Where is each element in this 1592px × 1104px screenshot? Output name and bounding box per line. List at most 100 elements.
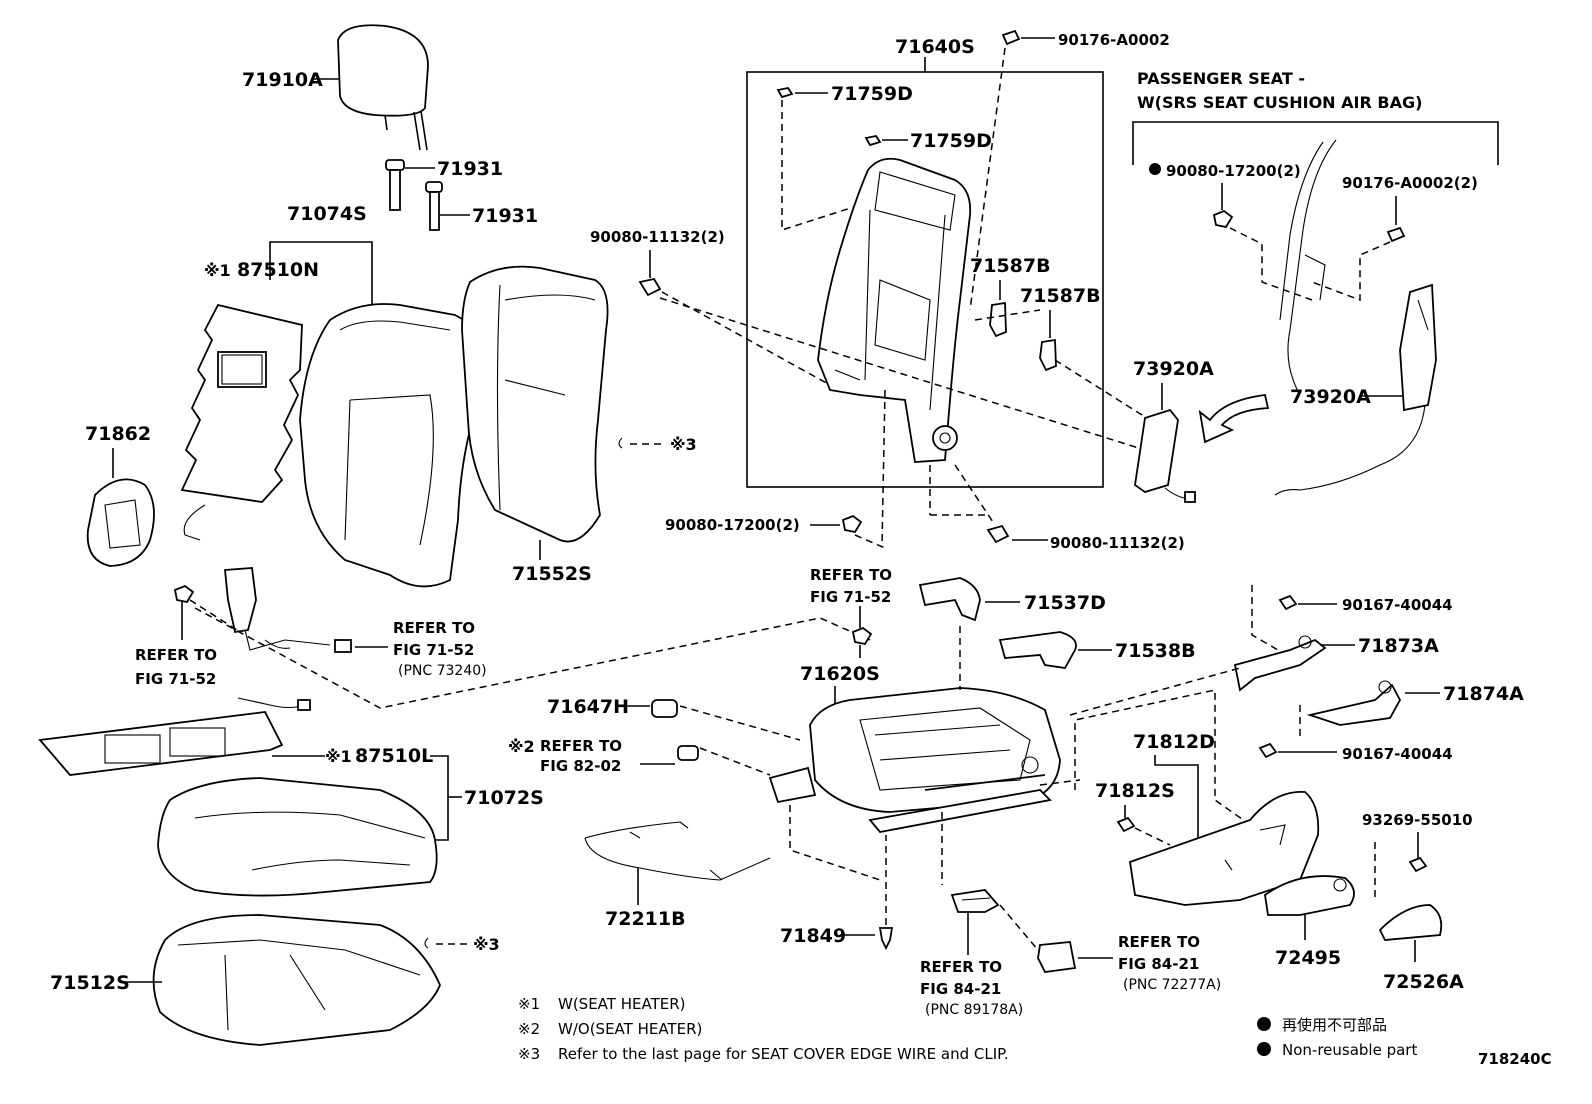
wire-72211B (584, 821, 771, 881)
seatback-frame (817, 157, 972, 463)
label-71759D-b: 71759D (910, 130, 992, 152)
airbag-frame-side (1279, 139, 1337, 396)
label-90167-40044-b: 90167-40044 (1342, 745, 1453, 763)
note-2-text: W/O(SEAT HEATER) (558, 1020, 702, 1038)
section-header-line2: W(SRS SEAT CUSHION AIR BAG) (1137, 93, 1422, 112)
label-90176-A0002: 90176-A0002 (1058, 31, 1170, 49)
refer-to-b: REFER TO (393, 619, 475, 637)
note-1-mark: ※1 (518, 995, 540, 1013)
refer-to-e: REFER TO (920, 958, 1002, 976)
mark-1-back: ※1 (204, 261, 231, 280)
label-90080-17200-a: 90080-17200(2) (665, 516, 800, 534)
label-90176-A0002-b: 90176-A0002(2) (1342, 174, 1478, 192)
refer-to-c: REFER TO (810, 566, 892, 584)
cushion-frame (809, 687, 1061, 833)
label-90080-11132-b: 90080-11132(2) (1050, 534, 1185, 552)
label-71537D: 71537D (1024, 592, 1106, 614)
bumper (651, 699, 678, 718)
section-header-line1: PASSENGER SEAT - (1137, 69, 1305, 88)
fig-8421-b: FIG 84-21 (1118, 955, 1199, 973)
frame-assembly-box (746, 71, 1104, 488)
pnc-89178a: (PNC 89178A) (925, 1002, 1023, 1018)
note-1-text: W(SEAT HEATER) (558, 995, 685, 1013)
fig-7152-c: FIG 71-52 (810, 588, 891, 606)
label-71640S: 71640S (895, 36, 975, 58)
pin (878, 927, 894, 951)
headrest (337, 24, 429, 151)
note-3-mark: ※3 (518, 1045, 540, 1063)
seatbelt-buckle (224, 567, 352, 653)
label-71812D: 71812D (1133, 731, 1215, 753)
label-71931-a: 71931 (437, 158, 503, 180)
cushion-heater (38, 697, 311, 776)
mark-2: ※2 (508, 737, 535, 756)
bolt-top (1001, 29, 1021, 46)
diagram-code: 718240C (1478, 1050, 1552, 1068)
seatback-pad (299, 303, 481, 588)
side-airbag (1134, 408, 1196, 503)
seatback-heater (180, 303, 303, 541)
legend-dot-icon (1257, 1017, 1271, 1031)
note-3-text: Refer to the last page for SEAT COVER ED… (558, 1045, 1009, 1063)
label-72211B: 72211B (605, 908, 686, 930)
connector-72277A (1037, 941, 1077, 973)
legend-jp: 再使用不可部品 (1282, 1016, 1387, 1034)
cushion-cover (152, 914, 441, 1046)
non-reusable-dot-icon (1149, 163, 1161, 175)
fig-7152-b: FIG 71-52 (393, 641, 474, 659)
label-87510N: 87510N (237, 259, 319, 281)
link-cover (918, 577, 981, 622)
connector (677, 745, 699, 761)
cover-71873A (1233, 635, 1327, 692)
label-72526A: 72526A (1383, 971, 1464, 993)
mark-3-back: ※3 (670, 435, 697, 454)
label-71931-b: 71931 (472, 205, 538, 227)
label-71759D-a: 71759D (831, 83, 913, 105)
refer-to-a: REFER TO (135, 646, 217, 664)
label-71849: 71849 (780, 925, 846, 947)
label-71072S: 71072S (464, 787, 544, 809)
side-airbag-right (1274, 283, 1437, 496)
side-shield (86, 478, 155, 567)
label-71647H: 71647H (547, 696, 629, 718)
label-87510L: 87510L (355, 745, 433, 767)
label-90080-11132-a: 90080-11132(2) (590, 228, 725, 246)
pnc-72277a: (PNC 72277A) (1123, 977, 1221, 993)
pnc-73240: (PNC 73240) (398, 663, 487, 679)
label-73920A-right: 73920A (1290, 386, 1371, 408)
cushion-pad (157, 777, 438, 897)
label-90167-40044-a: 90167-40044 (1342, 596, 1453, 614)
cover-71538B (998, 631, 1077, 669)
label-71873A: 71873A (1358, 635, 1439, 657)
fig-7152-a: FIG 71-52 (135, 670, 216, 688)
label-90080-17200-b: 90080-17200(2) (1166, 162, 1301, 180)
lever-72526A (1378, 904, 1443, 941)
legend-en: Non-reusable part (1282, 1041, 1417, 1059)
label-73920A-left: 73920A (1133, 358, 1214, 380)
label-71587B-b: 71587B (1020, 285, 1101, 307)
note-2-mark: ※2 (518, 1020, 540, 1038)
label-71910A: 71910A (242, 69, 323, 91)
headrest-guide (385, 159, 443, 231)
label-72495: 72495 (1275, 947, 1341, 969)
mark-1-cushion: ※1 (325, 747, 352, 766)
label-71620S: 71620S (800, 663, 880, 685)
knob-72495 (1264, 875, 1355, 916)
label-71538B: 71538B (1115, 640, 1196, 662)
label-71874A: 71874A (1443, 683, 1524, 705)
mark-3-cushion: ※3 (473, 935, 500, 954)
label-93269-55010: 93269-55010 (1362, 811, 1473, 829)
fig-8421-a: FIG 84-21 (920, 980, 1001, 998)
refer-to-d: REFER TO (540, 737, 622, 755)
seatback-cover (461, 265, 609, 543)
fig-8202: FIG 82-02 (540, 757, 621, 775)
label-71862: 71862 (85, 423, 151, 445)
label-71587B-a: 71587B (970, 255, 1051, 277)
refer-to-f: REFER TO (1118, 933, 1200, 951)
legend-dot-icon-2 (1257, 1042, 1271, 1056)
label-71074S: 71074S (287, 203, 367, 225)
label-71812S: 71812S (1095, 780, 1175, 802)
direction-arrow-icon (1198, 394, 1270, 444)
